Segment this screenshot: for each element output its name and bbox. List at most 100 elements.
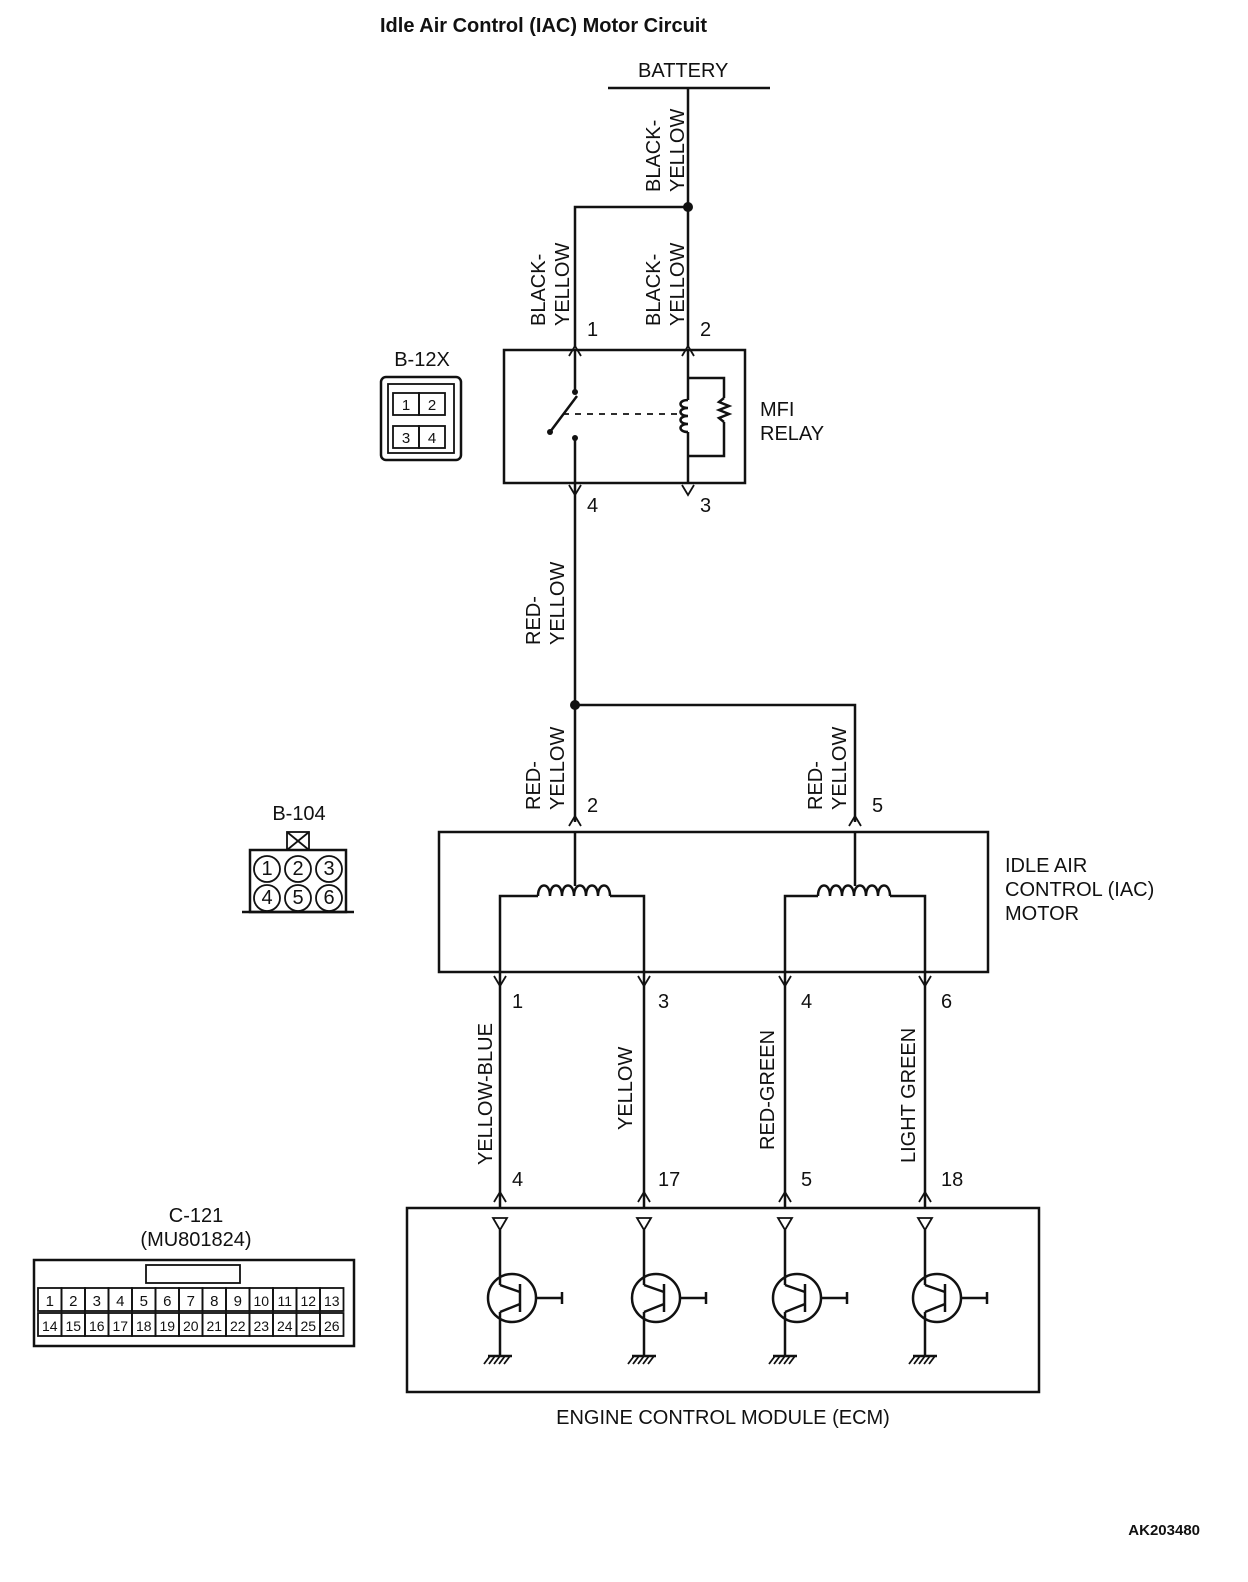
- c121-cell: 21: [201, 1312, 227, 1337]
- svg-text:1: 1: [46, 1293, 54, 1310]
- ecm-box: [405, 1206, 1041, 1394]
- wire-iac-pin2-l1: RED-: [523, 761, 545, 810]
- relay-resistor-wire-top: [688, 376, 726, 398]
- wire-relay-pin1-l1: BLACK-: [528, 254, 550, 326]
- b104-cell: 6: [315, 884, 343, 912]
- svg-text:21: 21: [206, 1318, 222, 1334]
- relay-pin2-connector: [681, 344, 695, 357]
- wire-relay-out-l1: RED-: [523, 596, 545, 645]
- svg-text:6: 6: [323, 887, 334, 909]
- c121-cell: 22: [225, 1312, 251, 1337]
- relay-resistor-wire-bottom: [688, 422, 726, 458]
- wire-label-yellow: YELLOW: [615, 1047, 637, 1130]
- c121-cell: 6: [154, 1287, 180, 1312]
- c121-shell: [32, 1258, 356, 1348]
- wire-label-yellow-blue: YELLOW-BLUE: [475, 1023, 497, 1165]
- b12x-outer-shell: [379, 375, 463, 462]
- relay-pin1-connector: [568, 344, 582, 357]
- svg-text:18: 18: [136, 1318, 152, 1334]
- svg-text:25: 25: [300, 1318, 316, 1334]
- battery-label: BATTERY: [638, 60, 728, 82]
- iac-coil2-lead-right: [890, 894, 927, 972]
- c121-cell: 14: [37, 1312, 63, 1337]
- relay-pin1-wire: [573, 205, 688, 348]
- b12x-cell-4-label: 4: [428, 430, 436, 447]
- c121-cell: 9: [225, 1287, 251, 1312]
- iac-label-3: MOTOR: [1005, 903, 1079, 925]
- c121-cell: 26: [319, 1312, 345, 1337]
- svg-text:2: 2: [292, 858, 303, 880]
- wire-label-red-green: RED-GREEN: [757, 1030, 779, 1150]
- relay-pin3-connector: [681, 484, 695, 497]
- svg-text:3: 3: [323, 858, 334, 880]
- c121-cell: 4: [107, 1287, 133, 1312]
- relay-resistor: [715, 397, 733, 423]
- iac-pin-2: 2: [587, 795, 598, 817]
- ecm-pin-18: 18: [941, 1169, 963, 1191]
- svg-text:6: 6: [163, 1293, 171, 1310]
- c121-cell: 13: [319, 1287, 345, 1312]
- b12x-inner-shell: [387, 383, 455, 454]
- svg-text:14: 14: [42, 1318, 58, 1334]
- wire-label-iac-pin2: RED- YELLOW: [523, 727, 569, 810]
- b104-cell: 4: [253, 884, 281, 912]
- ecm-transistor: [483, 1217, 564, 1365]
- relay-pin-3: 3: [700, 495, 711, 517]
- iac-coil1-lead-right: [610, 894, 646, 972]
- connector-c121-part: (MU801824): [140, 1229, 251, 1251]
- c121-cell: 15: [60, 1312, 86, 1337]
- svg-text:3: 3: [93, 1293, 101, 1310]
- svg-text:8: 8: [210, 1293, 218, 1310]
- relay-pin-1: 1: [587, 319, 598, 341]
- iac-motor-box: [437, 830, 990, 974]
- svg-text:15: 15: [65, 1318, 81, 1334]
- wire-relay-out-l2: YELLOW: [547, 562, 569, 645]
- iac-coil1-lead-left: [498, 894, 538, 972]
- relay-pin-4: 4: [587, 495, 598, 517]
- b104-cell: 1: [253, 855, 281, 883]
- svg-text:11: 11: [277, 1293, 292, 1309]
- wire-iac-pin5-l1: RED-: [805, 761, 827, 810]
- iac-pin-6: 6: [941, 991, 952, 1013]
- iac-pin-1: 1: [512, 991, 523, 1013]
- c121-latch: [145, 1264, 241, 1284]
- svg-text:16: 16: [89, 1318, 105, 1334]
- relay-contact-pivot: [547, 429, 553, 435]
- ecm-pin-17: 17: [658, 1169, 680, 1191]
- svg-text:4: 4: [116, 1293, 124, 1310]
- b12x-cell-3-label: 3: [402, 430, 410, 447]
- iac-pin2-connector: [568, 814, 582, 827]
- relay-label-2: RELAY: [760, 423, 824, 445]
- svg-text:23: 23: [253, 1318, 269, 1334]
- ecm-transistor: [627, 1217, 708, 1365]
- wire-label-iac-pin5: RED- YELLOW: [805, 727, 851, 810]
- wire-relay-pin2-l1: BLACK-: [643, 254, 665, 326]
- svg-text:17: 17: [112, 1318, 128, 1334]
- mfi-relay-box: [502, 348, 747, 485]
- svg-text:1: 1: [261, 858, 272, 880]
- ecm-transistors: [483, 1217, 989, 1365]
- wire-battery-feed-l1: BLACK-: [643, 120, 665, 192]
- b12x-cell-2-label: 2: [428, 397, 436, 414]
- svg-text:5: 5: [292, 887, 303, 909]
- iac-pin-4: 4: [801, 991, 812, 1013]
- wire-iac-pin5-l2: YELLOW: [829, 727, 851, 810]
- svg-text:5: 5: [140, 1293, 148, 1310]
- svg-text:4: 4: [261, 887, 272, 909]
- c121-cell: 25: [295, 1312, 321, 1337]
- b12x-cell-4: [418, 425, 446, 449]
- c121-cell: 3: [84, 1287, 110, 1312]
- ecm-pin4-connector: [493, 1190, 507, 1203]
- connector-c121-name: C-121: [169, 1205, 223, 1227]
- c121-cell: 5: [131, 1287, 157, 1312]
- svg-text:12: 12: [300, 1293, 316, 1309]
- svg-text:20: 20: [183, 1318, 199, 1334]
- diagram-title: Idle Air Control (IAC) Motor Circuit: [380, 15, 707, 37]
- wire-relay-pin2-l2: YELLOW: [667, 243, 689, 326]
- wire-label-battery-feed: BLACK- YELLOW: [643, 109, 689, 192]
- b104-latch-cross-b: [286, 831, 310, 851]
- c121-cell: 1: [37, 1287, 63, 1312]
- svg-text:13: 13: [324, 1293, 340, 1309]
- svg-text:22: 22: [230, 1318, 246, 1334]
